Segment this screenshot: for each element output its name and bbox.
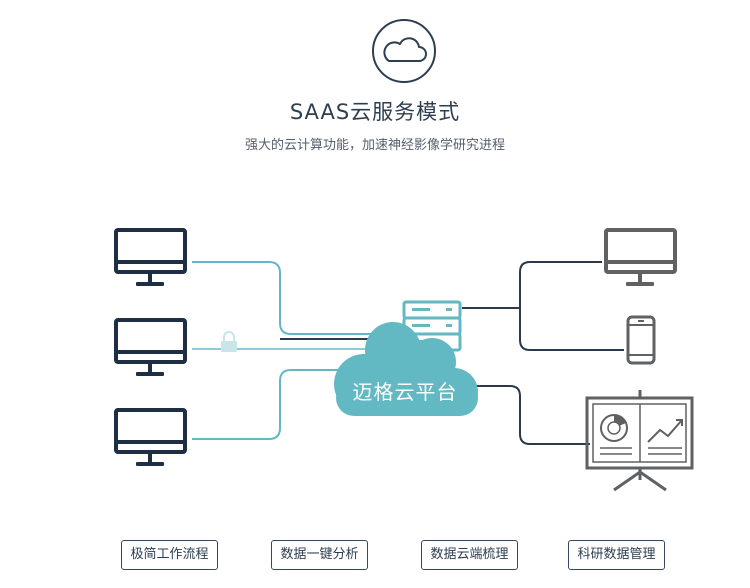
right-connectors [462,261,624,445]
cloud-icon [372,19,436,83]
monitor-icon [114,318,187,376]
page-title: SAAS云服务模式 [289,100,461,124]
feature-button[interactable]: 数据云端梳理 [421,540,518,570]
feature-button[interactable]: 数据一键分析 [271,540,368,570]
center-label: 迈格云平台 [352,380,458,404]
feature-button[interactable]: 极简工作流程 [121,540,218,570]
monitor-icon [114,228,187,286]
cloud-shape [334,322,478,416]
page-subtitle: 强大的云计算功能，加速神经影像学研究进程 [244,138,505,153]
feature-button[interactable]: 科研数据管理 [568,540,665,570]
presentation-board-icon [585,390,694,492]
phone-icon [626,315,656,365]
monitor-icon [604,228,677,286]
monitor-icon [114,408,187,466]
lock-icon [221,331,237,352]
